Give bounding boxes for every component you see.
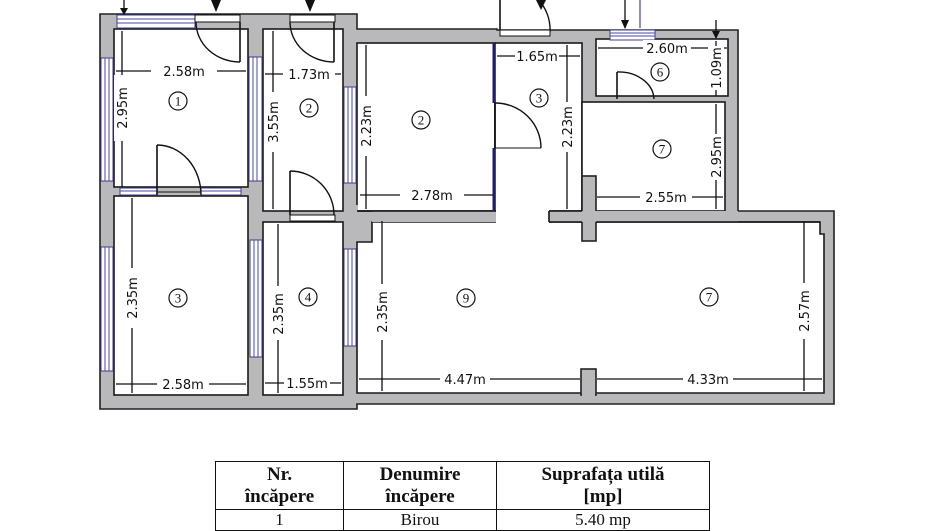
table-row: 1 Birou 5.40 mp [214, 509, 711, 531]
svg-text:2: 2 [306, 101, 313, 116]
room-4-height: 2.35m [272, 293, 287, 335]
header-room-number: Nr. încăpere [214, 461, 345, 510]
svg-text:3: 3 [175, 291, 182, 306]
room-badge-4: 4 [298, 287, 318, 307]
room-3-height: 2.35m [126, 277, 141, 319]
room-2-narrow-width: 1.73m [288, 68, 330, 83]
room-2-narrow-height: 3.55m [267, 101, 282, 143]
svg-text:4: 4 [305, 290, 312, 305]
room-2-height: 2.23m [360, 105, 375, 147]
cell-room-name: Birou [343, 509, 497, 531]
room-badge-7-top: 7 [652, 139, 672, 159]
room-3-width: 2.58m [162, 378, 204, 393]
svg-text:1: 1 [175, 94, 182, 109]
cell-room-number: 1 [214, 509, 345, 531]
doors [156, 0, 655, 222]
entry-arrows [120, 0, 720, 39]
room-7-top-width: 2.55m [645, 191, 687, 206]
svg-text:2: 2 [418, 113, 425, 128]
room-9-height: 2.35m [376, 291, 391, 333]
header-room-name: Denumire încăpere [343, 461, 497, 510]
room-4-width: 1.55m [286, 377, 328, 392]
room-6-height: 1.09m [710, 47, 725, 89]
room-badge-9: 9 [456, 288, 476, 308]
room-6-width: 2.60m [646, 42, 688, 57]
room-badge-2-narrow: 2 [299, 98, 319, 118]
cell-room-area: 5.40 mp [495, 509, 711, 531]
svg-text:9: 9 [463, 291, 470, 306]
room-badge-6: 6 [650, 62, 670, 82]
hall-3-height: 2.23m [561, 106, 576, 148]
windows [100, 14, 656, 372]
wall-stubs [357, 175, 820, 398]
room-badge-2: 2 [411, 110, 431, 130]
room-interiors [113, 28, 825, 396]
svg-text:3: 3 [536, 91, 543, 106]
room-badge-3-hall: 3 [529, 88, 549, 108]
header-useful-area: Suprafața utilă [mp] [495, 461, 711, 510]
room-2-width: 2.78m [411, 189, 453, 204]
room-7-top-height: 2.95m [710, 136, 725, 178]
room-numbers: 1 2 2 3 6 7 3 4 9 7 [168, 62, 719, 308]
svg-text:6: 6 [657, 65, 664, 80]
hall-3-width: 1.65m [516, 50, 558, 65]
room-9-width: 4.47m [444, 373, 486, 388]
room-badge-3: 3 [168, 288, 188, 308]
room-area-table: Nr. încăpere Denumire încăpere Suprafața… [214, 461, 711, 531]
room-7-width: 4.33m [687, 373, 729, 388]
floor-plan: 2.58m 2.95m 1.73m 3.55m 2.78m 2.23m 1.65… [99, 0, 835, 410]
room-2-narrow-area [262, 28, 344, 212]
dimension-labels: 2.58m 2.95m 1.73m 3.55m 2.78m 2.23m 1.65… [114, 40, 813, 393]
room-1-height: 2.95m [116, 87, 131, 129]
svg-text:7: 7 [659, 142, 666, 157]
room-1-width: 2.58m [163, 65, 205, 80]
living-area [356, 221, 825, 394]
svg-text:7: 7 [706, 290, 713, 305]
room-7-height: 2.57m [798, 290, 813, 332]
room-badge-1: 1 [168, 91, 188, 111]
room-badge-7: 7 [699, 287, 719, 307]
table-header-row: Nr. încăpere Denumire încăpere Suprafața… [214, 461, 711, 510]
